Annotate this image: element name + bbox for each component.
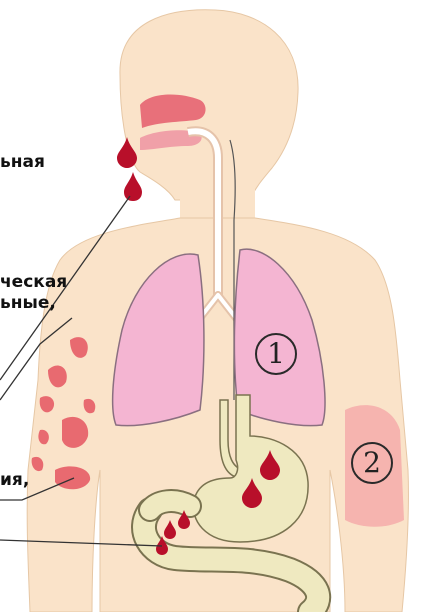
- label-nasal-fragment: ьная: [0, 152, 45, 172]
- label-hemorrhagic-fragment-2: ьные,: [0, 293, 56, 313]
- marker-forearm: 2: [351, 442, 393, 484]
- label-hemorrhagic-fragment-1: ческая: [0, 272, 67, 292]
- label-petechial-fragment: ия,: [0, 470, 29, 490]
- marker-lungs: 1: [255, 333, 297, 375]
